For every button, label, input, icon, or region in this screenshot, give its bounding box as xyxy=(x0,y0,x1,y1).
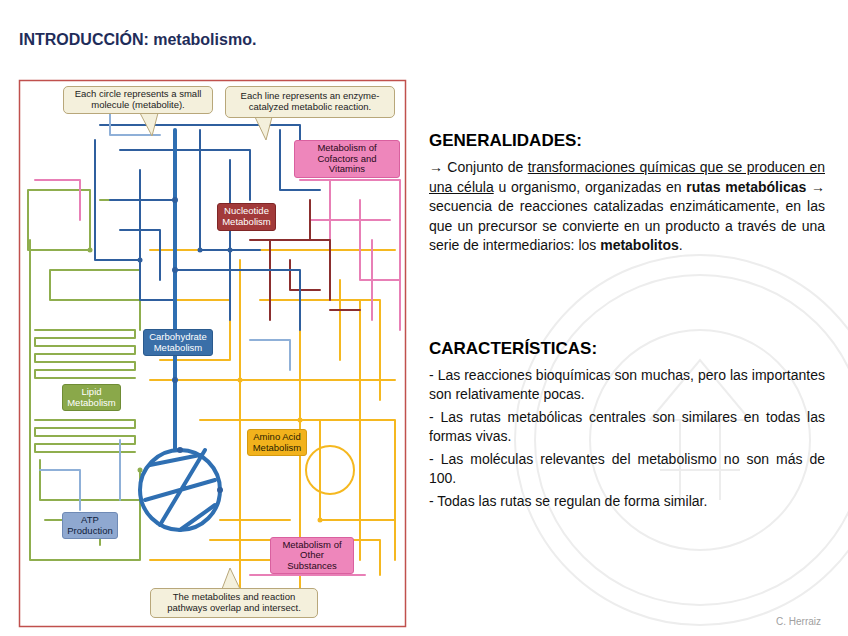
metabolite-dots xyxy=(138,158,303,494)
figure-frame xyxy=(20,81,406,627)
node-text: Carbohydrate Metabolism xyxy=(148,332,208,353)
bold-term: metabolitos xyxy=(600,237,679,253)
section-heading: GENERALIDADES: xyxy=(429,131,582,151)
paragraph-text: → Conjunto de xyxy=(429,159,523,175)
callout-box: The metabolites and reaction pathways ov… xyxy=(150,588,318,618)
author-credit: C. Herraiz xyxy=(776,616,821,627)
pathway-label: Lipid Metabolism xyxy=(62,384,121,411)
pathway-label: Carbohydrate Metabolism xyxy=(143,329,213,356)
node-text: ATP Production xyxy=(67,515,113,536)
seal-watermark xyxy=(515,255,848,625)
bullet-item: - Todas las rutas se regulan de forma si… xyxy=(429,492,825,511)
bullet-item: - Las moléculas relevantes del metabolis… xyxy=(429,450,825,488)
node-text: Each line represents an enzyme-catalyzed… xyxy=(230,91,390,112)
paragraph-text: u organismo, organizadas en xyxy=(498,179,681,195)
bullet-item: - Las reacciones bioquímicas son muchas,… xyxy=(429,366,825,404)
pathway-label: Amino Acid Metabolism xyxy=(247,429,307,456)
node-text: Amino Acid Metabolism xyxy=(252,432,302,453)
node-text: Metabolism of Cofactors and Vitamins xyxy=(299,143,395,175)
pathway-label: Metabolism of Other Substances xyxy=(270,537,354,575)
bold-term: rutas metabólicas xyxy=(686,179,806,195)
bullet-list: - Las reacciones bioquímicas son muchas,… xyxy=(429,366,825,515)
slide-title: INTRODUCCIÓN: metabolismo. xyxy=(19,31,256,49)
callout-box: Each line represents an enzyme-catalyzed… xyxy=(225,86,395,118)
callout-box: Each circle represents a small molecule … xyxy=(63,86,213,114)
node-text: Lipid Metabolism xyxy=(67,387,116,408)
paragraph: → Conjunto de transformaciones químicas … xyxy=(429,158,825,256)
pathway-label: Metabolism of Cofactors and Vitamins xyxy=(294,140,400,178)
callout-pointer xyxy=(140,113,272,589)
paragraph-text: . xyxy=(679,237,683,253)
bullet-item: - Las rutas metabólicas centrales son si… xyxy=(429,408,825,446)
pathway-label: ATP Production xyxy=(62,512,118,539)
section-heading: CARACTERÍSTICAS: xyxy=(429,339,597,359)
node-text: The metabolites and reaction pathways ov… xyxy=(155,592,313,613)
node-text: Each circle represents a small molecule … xyxy=(68,89,208,110)
pathway-label: Nucleotide Metabolism xyxy=(217,203,276,231)
node-text: Metabolism of Other Substances xyxy=(275,540,349,572)
node-text: Nucleotide Metabolism xyxy=(222,206,271,227)
